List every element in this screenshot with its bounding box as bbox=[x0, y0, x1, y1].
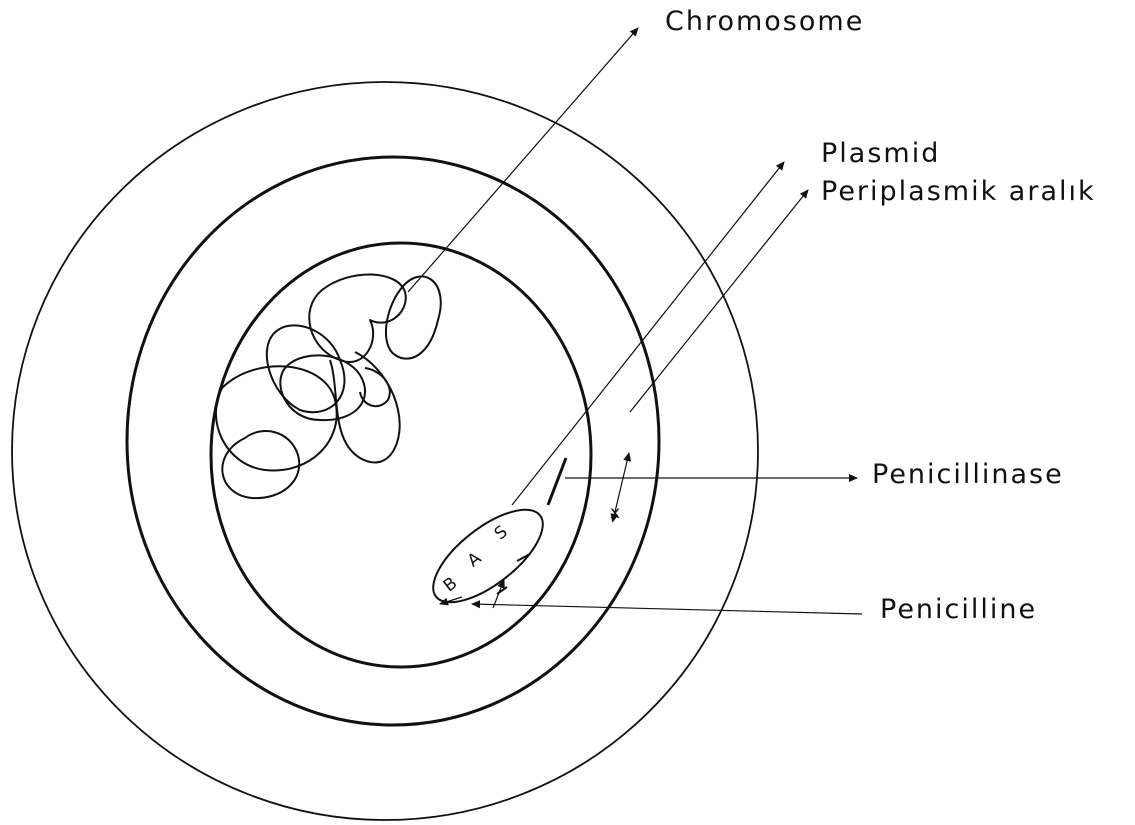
inner-membrane-ring bbox=[211, 243, 591, 667]
gene-a-label: A bbox=[464, 548, 486, 571]
periplasmic-x-marker: x bbox=[610, 503, 620, 523]
penicilline-label: Penicilline bbox=[880, 594, 1037, 625]
gene-s-label: S bbox=[491, 522, 512, 544]
plasmid-label: Plasmid bbox=[821, 138, 940, 169]
periplasmic-pointer bbox=[630, 190, 808, 412]
chromosome-label: Chromosome bbox=[665, 6, 864, 37]
periplasmic-label: Periplasmik aralık bbox=[821, 176, 1096, 207]
gene-b-label: B bbox=[440, 573, 462, 596]
penicillinase-dash bbox=[548, 458, 566, 505]
chromosome-pointer bbox=[408, 28, 638, 292]
chromosome-tangle bbox=[216, 274, 441, 498]
penicillinase-label: Penicillinase bbox=[872, 459, 1064, 490]
outer-membrane-ring bbox=[12, 82, 758, 820]
plasmid-ring bbox=[419, 493, 557, 618]
